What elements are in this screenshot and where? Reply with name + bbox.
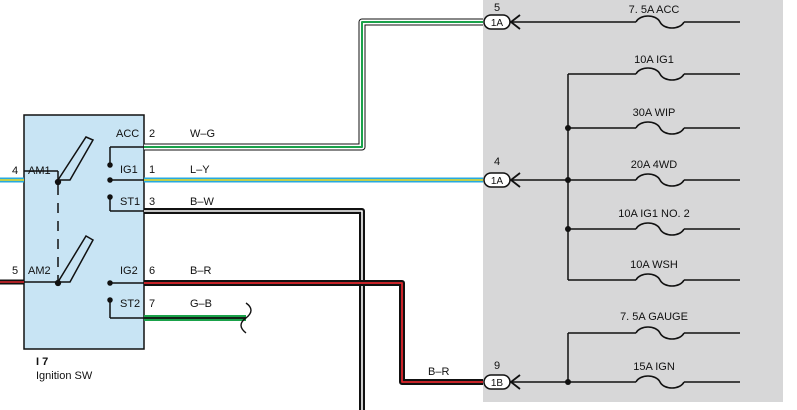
fuse-label-wsh: 10A WSH: [630, 259, 678, 271]
wire-code-1b: B–R: [428, 366, 449, 378]
component-id: I 7: [36, 356, 48, 368]
wire-code-st1: B–W: [190, 196, 214, 208]
connector-1a-acc-label: 1A: [491, 18, 504, 29]
connector-1a-acc-pin: 5: [494, 2, 500, 14]
connector-1a-acc: 1A 5: [483, 2, 511, 30]
connector-1b-ig2-pin: 9: [494, 360, 500, 372]
wire-ig2: [144, 280, 483, 385]
wire-st2: [144, 302, 252, 334]
switch-pin-ig2-number: 6: [149, 265, 155, 277]
fuse-label-acc: 7. 5A ACC: [629, 4, 680, 16]
fuse-symbol-gauge: [635, 326, 685, 340]
switch-pin-st1-number: 3: [149, 196, 155, 208]
switch-pin-am2-number: 5: [12, 265, 18, 277]
wire-acc: [144, 18, 483, 151]
fuse-label-wip: 30A WIP: [633, 107, 676, 119]
fuse-label-ig1: 10A IG1: [634, 54, 674, 66]
fuse-symbol-wip: [635, 121, 685, 135]
wire-st1: [144, 208, 365, 410]
switch-pin-ig1-label: IG1: [120, 164, 138, 176]
connector-1a-ig1-label: 1A: [491, 176, 504, 187]
switch-pin-ig2-label: IG2: [120, 265, 138, 277]
switch-pin-st1-label: ST1: [120, 196, 140, 208]
switch-pin-am2-label: AM2: [28, 265, 51, 277]
wire-code-acc: W–G: [190, 128, 215, 140]
fuse-label-ign: 15A IGN: [633, 361, 675, 373]
fuse-label-gauge: 7. 5A GAUGE: [620, 311, 688, 323]
switch-contacts: [24, 136, 144, 319]
component-name: Ignition SW: [36, 370, 93, 382]
connector-1b-ig2: 1B 9: [483, 360, 511, 390]
switch-pin-st2-number: 7: [149, 298, 155, 310]
fuse-symbol-ig1-no2: [635, 222, 685, 236]
fuse-label-4wd: 20A 4WD: [631, 159, 678, 171]
fuse-symbol-ig1: [635, 67, 685, 81]
wire-code-ig2: B–R: [190, 265, 211, 277]
bus-junction-dots: [565, 125, 571, 385]
connector-1a-ig1-pin: 4: [494, 156, 500, 168]
wire-code-st2: G–B: [190, 298, 212, 310]
switch-pin-am1-label: AM1: [28, 165, 51, 177]
fuse-symbol-acc: [635, 15, 685, 29]
switch-pin-acc-number: 2: [149, 128, 155, 140]
fuse-label-ig1-no2: 10A IG1 NO. 2: [618, 208, 690, 220]
fuse-symbol-ign: [635, 375, 685, 389]
switch-pin-st2-label: ST2: [120, 298, 140, 310]
switch-pin-ig1-number: 1: [149, 164, 155, 176]
connector-1b-ig2-label: 1B: [491, 378, 504, 389]
fuse-box-panel: [483, 0, 783, 402]
fuse-symbol-wsh: [635, 273, 685, 287]
switch-pin-acc-label: ACC: [116, 128, 139, 140]
fuse-symbol-4wd: [635, 173, 685, 187]
wire-code-ig1: L–Y: [190, 164, 210, 176]
fuse-symbols: [635, 15, 685, 389]
connector-1a-ig1: 1A 4: [483, 156, 511, 188]
switch-pin-am1-number: 4: [12, 165, 18, 177]
connector-arrowheads: [509, 14, 521, 390]
